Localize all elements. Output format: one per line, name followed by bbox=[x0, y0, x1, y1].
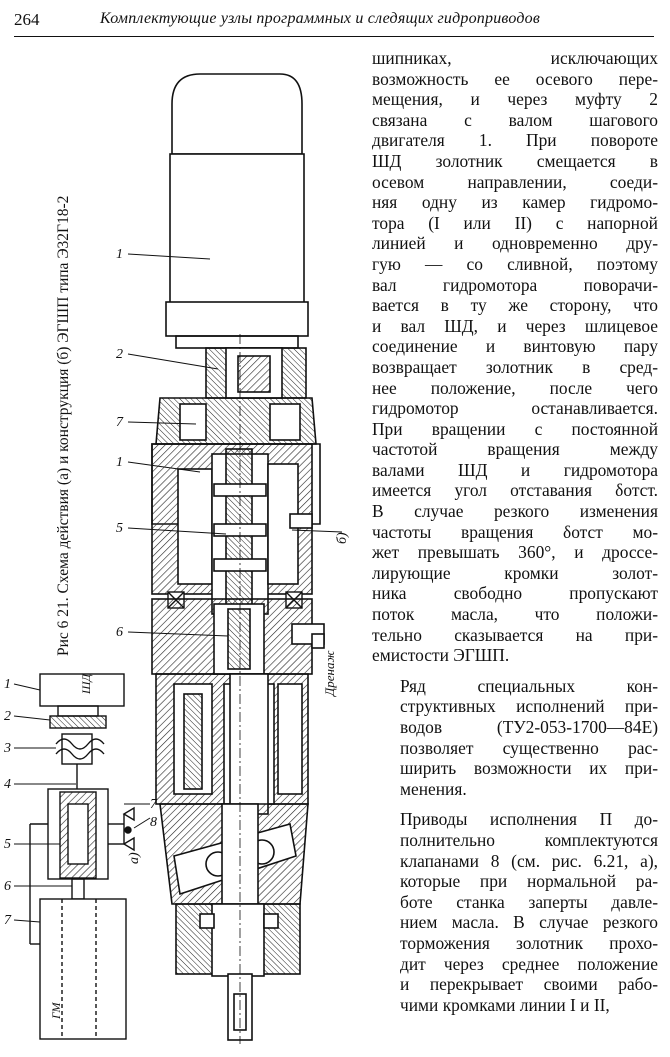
text-line: нием масла. В случае резкого bbox=[400, 912, 658, 933]
hydromotor-label: ГМ bbox=[49, 1001, 63, 1020]
text-line: гидромотор останавливается. bbox=[372, 398, 658, 419]
construction-label-1a: 1 bbox=[116, 247, 123, 262]
text-line: жет превышать 360°, и дроссе- bbox=[372, 542, 658, 563]
text-line: нее положение, после чего bbox=[372, 377, 658, 398]
schematic-label-layer: 1 2 3 4 5 6 7 7 8 ШД ГМ а) bbox=[3, 672, 158, 1020]
schematic-label-3: 3 bbox=[3, 741, 11, 756]
text-line: линией и одновременно дру- bbox=[372, 233, 658, 254]
schematic-leaders bbox=[13, 683, 151, 923]
text-line: вал гидромотора поворачи- bbox=[372, 274, 658, 295]
text-line: возможность ее осевого пере- bbox=[372, 68, 658, 89]
text-line: тельно сказывается на при- bbox=[372, 624, 658, 645]
text-line: мещения, и через муфту 2 bbox=[372, 89, 658, 110]
text-line: и вал ШД, и через шлицевое bbox=[372, 315, 658, 336]
text-line: структивных исполнений при- bbox=[400, 696, 658, 717]
text-line: лирующие кромки золот- bbox=[372, 562, 658, 583]
text-line: емистости ЭГШП. bbox=[372, 645, 510, 666]
construction-label-2: 2 bbox=[116, 347, 123, 362]
text-line: Ряд специальных кон- bbox=[400, 675, 658, 696]
text-line: чими кромками линии I и II, bbox=[400, 994, 610, 1015]
schematic-part-label: а) bbox=[127, 852, 142, 864]
page-header: 264 Комплектующие узлы программных и сле… bbox=[14, 6, 654, 37]
construction-part-label: б) bbox=[335, 532, 350, 544]
construction-drawing bbox=[151, 73, 325, 1044]
text-line: дит через среднее положение bbox=[400, 953, 658, 974]
schematic-label-6: 6 bbox=[4, 879, 11, 894]
construction-label-6: 6 bbox=[116, 625, 123, 640]
text-line: полнительно комплектуются bbox=[400, 829, 658, 850]
text-line: Приводы исполнения П до- bbox=[400, 809, 658, 830]
text-line: менения. bbox=[400, 778, 467, 799]
text-line: В случае резкого изменения bbox=[372, 501, 658, 522]
text-line: вается в ту же сторону, что bbox=[372, 295, 658, 316]
motor-label: ШД bbox=[79, 672, 93, 695]
paragraph-3: Приводы исполнения П до-полнительно комп… bbox=[372, 809, 658, 1015]
paragraph-2: Ряд специальных кон-структивных исполнен… bbox=[372, 676, 658, 800]
schematic-label-7b: 7 bbox=[150, 797, 158, 812]
text-line: клапанами 8 (см. рис. 6.21, а), bbox=[400, 850, 658, 871]
text-line: позволяет существенно рас- bbox=[400, 737, 658, 758]
schematic-label-4: 4 bbox=[4, 777, 11, 792]
construction-label-5: 5 bbox=[116, 521, 123, 536]
figure-caption: Рис 6 21. Схема действия (а) и конструкц… bbox=[55, 195, 72, 656]
text-line: поток масла, что положи- bbox=[372, 604, 658, 625]
text-line: торможения золотник прохо- bbox=[400, 932, 658, 953]
text-line: связана с валом шагового bbox=[372, 109, 658, 130]
page-number: 264 bbox=[14, 10, 40, 29]
schematic-label-7: 7 bbox=[4, 913, 12, 928]
text-line: ШД золотник смещается в bbox=[372, 150, 658, 171]
text-line: частотой вращения между bbox=[372, 439, 658, 460]
running-title: Комплектующие узлы программных и следящи… bbox=[100, 10, 540, 27]
text-line: гую — со сливной, поэтому bbox=[372, 253, 658, 274]
text-line: возвращает золотник в сред- bbox=[372, 356, 658, 377]
construction-leaders bbox=[127, 253, 343, 637]
text-line: частоты вращения δотст мо- bbox=[372, 521, 658, 542]
text-line: двигателя 1. При повороте bbox=[372, 130, 658, 151]
text-line: валами ШД и гидромотора bbox=[372, 459, 658, 480]
text-line: соединение и винтовую пару bbox=[372, 336, 658, 357]
text-line: имеется угол отставания δотст. bbox=[372, 480, 658, 501]
schematic-label-5: 5 bbox=[4, 837, 11, 852]
construction-label-1b: 1 bbox=[116, 455, 123, 470]
text-line: водов (ТУ2-053-1700—84Е) bbox=[400, 717, 658, 737]
figure-drawing: 1 2 7 1 5 6 б) Дренаж bbox=[3, 73, 350, 1044]
text-line: тора (I или II) с напорной bbox=[372, 212, 658, 233]
text-line: ширить возможности их при- bbox=[400, 758, 658, 779]
header-rule bbox=[14, 36, 654, 37]
construction-label-7: 7 bbox=[116, 415, 124, 430]
text-line: осевом направлении, соеди- bbox=[372, 171, 658, 192]
schematic-label-8: 8 bbox=[150, 815, 157, 830]
schematic-label-2: 2 bbox=[4, 709, 11, 724]
drain-label: Дренаж bbox=[322, 650, 337, 698]
figure-6-21: 1 2 7 1 5 6 б) Дренаж bbox=[0, 44, 372, 1049]
text-line: боте станка заперты давле- bbox=[400, 891, 658, 912]
text-line: и перекрывает своими рабо- bbox=[400, 974, 658, 995]
text-line: няя одну из камер гидромо- bbox=[372, 192, 658, 213]
text-line: ника свободно пропускают bbox=[372, 583, 658, 604]
construction-label-layer: 1 2 7 1 5 6 б) Дренаж bbox=[116, 247, 350, 698]
text-line: шипниках, исключающих bbox=[372, 48, 658, 68]
schematic-drawing bbox=[29, 673, 135, 1040]
text-line: При вращении с постоянной bbox=[372, 418, 658, 439]
text-line: которые при нормальной ра- bbox=[400, 871, 658, 892]
schematic-label-1: 1 bbox=[4, 677, 11, 692]
